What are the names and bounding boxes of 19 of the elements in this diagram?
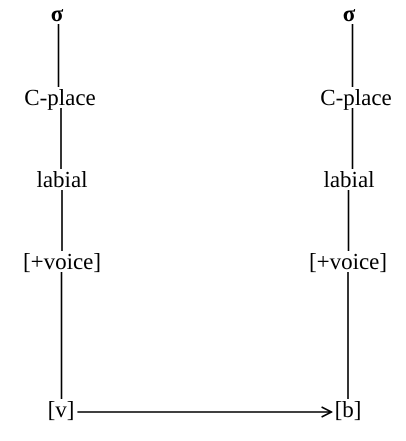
feature-label: labial — [322, 168, 376, 192]
feature-label: σ — [342, 2, 356, 26]
feature-label: [+voice] — [22, 250, 102, 274]
association-line — [352, 24, 354, 87]
feature-label: C-place — [23, 86, 97, 110]
association-line — [60, 108, 62, 169]
feature-label: C-place — [319, 86, 393, 110]
feature-label: [v] — [46, 398, 76, 422]
feature-label: labial — [35, 168, 89, 192]
association-line — [58, 24, 60, 87]
association-line — [61, 190, 63, 251]
association-line — [348, 190, 350, 251]
feature-label: σ — [50, 2, 64, 26]
association-line — [352, 108, 354, 169]
arrow — [77, 406, 332, 418]
feature-label: [+voice] — [308, 250, 388, 274]
feature-label: [b] — [334, 398, 362, 422]
association-line — [60, 272, 62, 399]
association-line — [347, 272, 349, 399]
